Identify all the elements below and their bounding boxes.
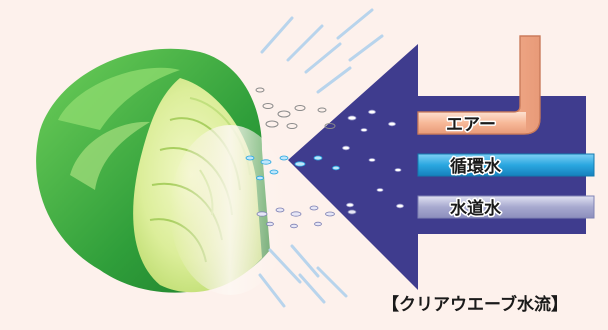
tap-water-label: 水道水 (450, 198, 502, 219)
bubbles (255, 87, 336, 129)
air-label: エアー (446, 115, 496, 135)
diagram-caption: 【クリアウエーブ水流】 (382, 295, 568, 315)
spray-lines (258, 8, 384, 308)
circulating-water-pipe (417, 153, 595, 177)
circulating-water-label: 循環水 (450, 156, 502, 177)
air-pipe (417, 35, 541, 135)
tap-water-pipe (417, 195, 595, 219)
cabbage-illustration (36, 48, 290, 295)
